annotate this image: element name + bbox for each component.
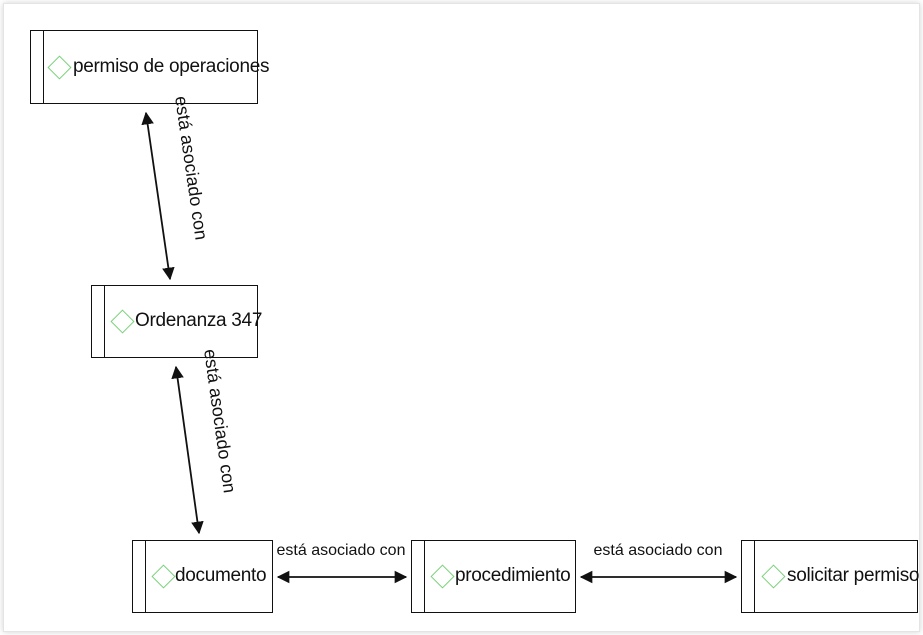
- node-label: permiso de operaciones: [73, 56, 270, 77]
- node-label: solicitar permiso: [787, 565, 920, 586]
- node-side-bar: [754, 541, 755, 612]
- edge-label-procedimiento-solicitar: está asociado con: [594, 542, 723, 559]
- node-procedimiento[interactable]: procedimiento: [411, 540, 576, 613]
- node-permiso-de-operaciones[interactable]: permiso de operaciones: [30, 30, 269, 104]
- node-side-bar: [424, 541, 425, 612]
- node-label: documento: [175, 565, 267, 586]
- node-side-bar: [104, 286, 105, 357]
- edge-line-permiso-ordenanza[interactable]: [141, 111, 175, 281]
- edge-label-permiso-ordenanza: está asociado con: [171, 95, 211, 241]
- node-ordenanza-347[interactable]: Ordenanza 347: [91, 285, 262, 358]
- node-label: procedimiento: [455, 565, 571, 586]
- node-solicitar-permiso[interactable]: solicitar permiso: [741, 540, 920, 613]
- node-side-bar: [43, 31, 44, 103]
- node-side-bar: [145, 541, 146, 612]
- edge-label-documento-procedimiento: está asociado con: [277, 542, 406, 559]
- node-label: Ordenanza 347: [135, 310, 263, 331]
- node-documento[interactable]: documento: [132, 540, 273, 613]
- edge-label-ordenanza-documento: está asociado con: [200, 348, 240, 494]
- edge-line-ordenanza-documento[interactable]: [171, 365, 204, 535]
